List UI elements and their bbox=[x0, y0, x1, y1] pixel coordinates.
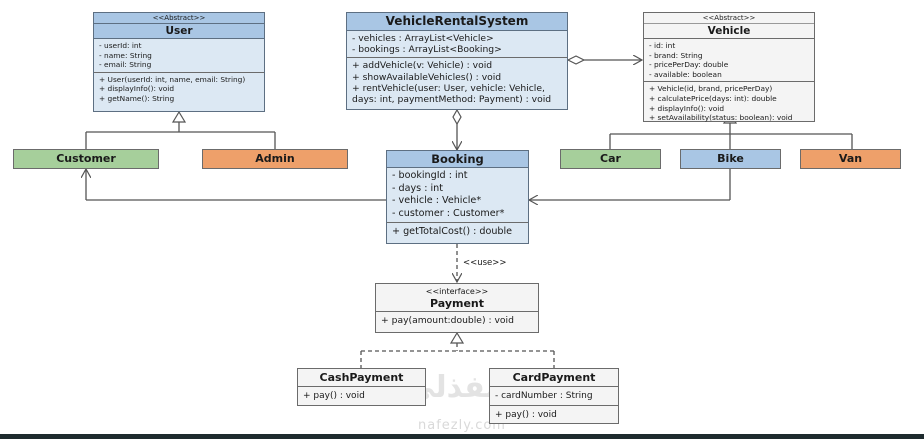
class-header: <<Abstract>> User bbox=[94, 13, 264, 39]
footer-bar bbox=[0, 434, 924, 439]
attribute: - vehicles : ArrayList<Vehicle> bbox=[352, 33, 494, 44]
attribute: - customer : Customer* bbox=[392, 207, 505, 219]
method: + pay() : void bbox=[495, 410, 557, 420]
method: + addVehicle(v: Vehicle) : void bbox=[352, 60, 493, 72]
stereotype-label: <<interface>> bbox=[425, 287, 489, 296]
user-inheritance-connector bbox=[85, 110, 276, 149]
attributes-section: - vehicles : ArrayList<Vehicle> - bookin… bbox=[347, 31, 567, 57]
attribute: - id: int bbox=[649, 41, 676, 50]
methods-section: + Vehicle(id, brand, pricePerDay) + calc… bbox=[644, 81, 814, 124]
stereotype-label: <<Abstract>> bbox=[644, 13, 814, 24]
method: + getTotalCost() : double bbox=[392, 226, 513, 238]
class-header: <<interface>> Payment bbox=[376, 284, 538, 312]
method: + displayInfo(): void bbox=[649, 103, 725, 113]
class-user[interactable]: <<Abstract>> User - userId: int - name: … bbox=[93, 12, 265, 112]
aggregation-diamond-icon bbox=[566, 55, 586, 65]
attributes-section: - cardNumber : String bbox=[490, 387, 618, 405]
attributes-section: - userId: int - name: String - email: St… bbox=[94, 39, 264, 72]
class-name: VehicleRentalSystem bbox=[347, 13, 567, 31]
watermark-latin: nafezly.com bbox=[418, 418, 506, 433]
class-bike[interactable]: Bike bbox=[680, 149, 781, 169]
class-booking[interactable]: Booking - bookingId : int - days : int -… bbox=[386, 150, 529, 244]
class-vehicle[interactable]: <<Abstract>> Vehicle - id: int - brand: … bbox=[643, 12, 815, 122]
method: days: int, paymentMethod: Payment) : voi… bbox=[352, 94, 552, 106]
association-booking-customer bbox=[86, 169, 386, 201]
inheritance-triangle-icon bbox=[171, 110, 187, 123]
methods-section: + pay() : void bbox=[490, 405, 618, 424]
methods-section: + pay() : void bbox=[298, 387, 425, 405]
class-name: Payment bbox=[429, 297, 485, 310]
method: + displayInfo(): void bbox=[99, 84, 175, 94]
aggregation-diamond-icon bbox=[452, 108, 462, 126]
method: + setAvailability(status: boolean): void bbox=[649, 113, 793, 123]
class-name: User bbox=[165, 25, 193, 37]
class-van[interactable]: Van bbox=[800, 149, 901, 169]
class-name: CashPayment bbox=[298, 369, 425, 387]
class-name: Vehicle bbox=[707, 25, 751, 37]
realization-triangle-icon bbox=[449, 331, 465, 344]
attribute: - name: String bbox=[99, 50, 152, 60]
aggregation-system-vehicle bbox=[566, 55, 642, 65]
method: + pay(amount:double) : void bbox=[381, 315, 514, 326]
class-car[interactable]: Car bbox=[560, 149, 661, 169]
attribute: - bookingId : int bbox=[392, 170, 468, 181]
class-name: Booking bbox=[387, 151, 528, 168]
class-vehicle-rental-system[interactable]: VehicleRentalSystem - vehicles : ArrayLi… bbox=[346, 12, 568, 110]
attributes-section: - id: int - brand: String - pricePerDay:… bbox=[644, 39, 814, 81]
methods-section: + pay(amount:double) : void bbox=[376, 312, 538, 330]
class-customer[interactable]: Customer bbox=[13, 149, 159, 169]
method: + rentVehicle(user: User, vehicle: Vehic… bbox=[352, 82, 545, 94]
method: + calculatePrice(days: int): double bbox=[649, 93, 777, 103]
methods-section: + getTotalCost() : double bbox=[387, 222, 528, 240]
attribute: - days : int bbox=[392, 182, 443, 194]
method: + User(userId: int, name, email: String) bbox=[99, 74, 246, 84]
method: + Vehicle(id, brand, pricePerDay) bbox=[649, 84, 773, 94]
attributes-section: - bookingId : int - days : int - vehicle… bbox=[387, 168, 528, 222]
realization-connector bbox=[360, 331, 555, 368]
methods-section: + User(userId: int, name, email: String)… bbox=[94, 71, 264, 106]
aggregation-system-booking bbox=[452, 108, 462, 150]
attribute: - brand: String bbox=[649, 50, 703, 60]
attribute: - vehicle : Vehicle* bbox=[392, 195, 482, 207]
method: + pay() : void bbox=[303, 391, 365, 401]
attribute: - available: boolean bbox=[649, 69, 722, 79]
class-card-payment[interactable]: CardPayment - cardNumber : String + pay(… bbox=[489, 368, 619, 424]
attribute: - bookings : ArrayList<Booking> bbox=[352, 44, 502, 56]
method: + getName(): String bbox=[99, 93, 175, 103]
attribute: - pricePerDay: double bbox=[649, 60, 729, 70]
attribute: - userId: int bbox=[99, 41, 142, 50]
method: + showAvailableVehicles() : void bbox=[352, 71, 502, 83]
attribute: - email: String bbox=[99, 60, 152, 70]
class-name: CardPayment bbox=[490, 369, 618, 387]
class-header: <<Abstract>> Vehicle bbox=[644, 13, 814, 39]
class-admin[interactable]: Admin bbox=[202, 149, 348, 169]
methods-section: + addVehicle(v: Vehicle) : void + showAv… bbox=[347, 57, 567, 107]
class-cash-payment[interactable]: CashPayment + pay() : void bbox=[297, 368, 426, 406]
stereotype-label: <<Abstract>> bbox=[94, 13, 264, 24]
use-stereotype-label: <<use>> bbox=[463, 258, 507, 268]
association-bike-booking bbox=[529, 169, 731, 200]
class-payment[interactable]: <<interface>> Payment + pay(amount:doubl… bbox=[375, 283, 539, 333]
attribute: - cardNumber : String bbox=[495, 391, 593, 401]
